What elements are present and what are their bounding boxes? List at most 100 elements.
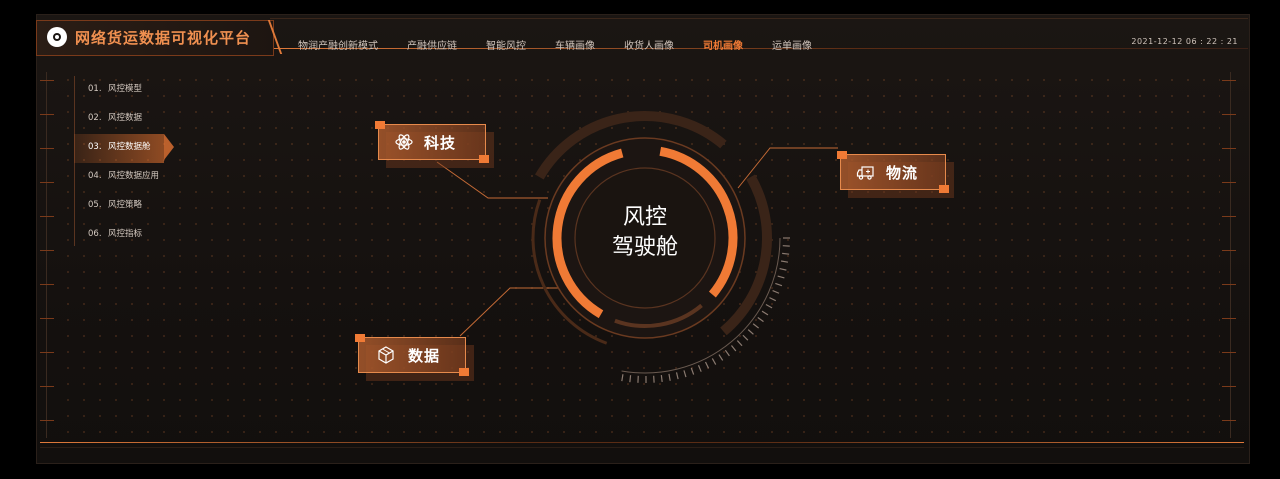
sidebar-item-label: 风控数据舱 bbox=[108, 142, 151, 152]
sidebar-item-risk-indicators[interactable]: 06. 风控指标 bbox=[74, 221, 170, 250]
scale-tick bbox=[772, 290, 780, 294]
sidebar-item-number: 03. bbox=[88, 142, 102, 152]
sidebar-item-risk-data-application[interactable]: 04. 风控数据应用 bbox=[74, 163, 170, 192]
frame-tick bbox=[1222, 216, 1236, 217]
scale-tick bbox=[690, 367, 695, 375]
card-body bbox=[358, 337, 466, 373]
inner-ring bbox=[574, 167, 716, 309]
frame-tick bbox=[40, 420, 54, 421]
app-title: 网络货运数据可视化平台 bbox=[75, 29, 252, 47]
card-corner bbox=[459, 368, 469, 376]
card-corner bbox=[375, 121, 385, 129]
connector-data bbox=[459, 287, 560, 337]
frame-tick bbox=[40, 216, 54, 217]
connector-logistics bbox=[737, 147, 838, 189]
scale-tick bbox=[668, 373, 671, 381]
scale-tick bbox=[711, 358, 717, 365]
nav-item-waybill-profile[interactable]: 运单画像 bbox=[772, 41, 812, 52]
nav-item-innovation[interactable]: 物润产融创新模式 bbox=[298, 41, 378, 52]
outer-ring-arc bbox=[720, 174, 772, 336]
scale-arc bbox=[621, 237, 781, 374]
sidebar-item-number: 02. bbox=[88, 113, 102, 123]
sidebar-item-risk-model[interactable]: 01.风控模型 bbox=[74, 76, 170, 105]
card-corner bbox=[939, 185, 949, 193]
frame-tick bbox=[1222, 182, 1236, 183]
scale-tick bbox=[779, 267, 787, 271]
scale-tick bbox=[675, 372, 679, 380]
scale-tick bbox=[629, 375, 632, 383]
scale-tick bbox=[775, 282, 783, 287]
dim-arc bbox=[614, 303, 703, 328]
frame-tick bbox=[40, 80, 54, 81]
right-frame-rail bbox=[1226, 72, 1231, 438]
cube-icon bbox=[378, 346, 394, 364]
card-corner bbox=[479, 155, 489, 163]
sidebar-item-number: 04. bbox=[88, 171, 102, 181]
scale-tick bbox=[697, 364, 702, 372]
scale-tick bbox=[761, 310, 769, 316]
card-corner bbox=[355, 334, 365, 342]
ring-arcs bbox=[531, 111, 790, 384]
sidebar-item-label: 风控数据应用 bbox=[108, 171, 160, 181]
nav-item-supply-chain[interactable]: 产融供应链 bbox=[407, 41, 457, 52]
scale-tick bbox=[704, 361, 710, 369]
frame-tick bbox=[1222, 114, 1236, 115]
logo-icon bbox=[47, 27, 67, 47]
left-frame-rail bbox=[46, 72, 51, 438]
sidebar-item-number: 05. bbox=[88, 200, 102, 210]
frame-tick bbox=[1222, 386, 1236, 387]
bottom-frame-line-secondary bbox=[40, 447, 1244, 448]
sidebar-item-label: 风控数据 bbox=[108, 113, 143, 123]
frame-tick bbox=[40, 318, 54, 319]
sidebar-item-label: 风控模型 bbox=[108, 84, 143, 94]
scale-tick bbox=[757, 317, 764, 323]
nav-item-vehicle-profile[interactable]: 车辆画像 bbox=[555, 41, 595, 52]
card-corner bbox=[837, 151, 847, 159]
scale-tick bbox=[621, 374, 624, 382]
cockpit-title-line1: 风控 bbox=[622, 205, 667, 230]
scale-tick bbox=[718, 354, 724, 361]
sidebar-item-risk-data-cockpit[interactable]: 03. 风控数据舱 bbox=[74, 134, 174, 163]
scale-tick bbox=[777, 275, 785, 279]
card-logistics[interactable]: 物流 bbox=[837, 151, 954, 198]
frame-tick bbox=[40, 284, 54, 285]
scale-tick bbox=[731, 345, 737, 352]
frame-tick bbox=[1222, 80, 1236, 81]
frame-tick bbox=[1222, 420, 1236, 421]
scale-tick bbox=[742, 334, 749, 341]
frame-tick bbox=[40, 250, 54, 251]
scale-tick bbox=[780, 260, 789, 263]
frame-tick bbox=[1222, 352, 1236, 353]
card-data[interactable]: 数据 bbox=[355, 334, 474, 381]
scale-tick bbox=[683, 370, 687, 378]
atom-icon bbox=[395, 134, 413, 150]
outer-thin-arc bbox=[531, 199, 608, 345]
header-top-divider bbox=[270, 18, 1248, 19]
cockpit-title-line2: 驾驶舱 bbox=[611, 235, 678, 260]
main-orange-arc bbox=[552, 148, 624, 319]
nav-item-driver-profile[interactable]: 司机画像 bbox=[703, 41, 743, 52]
scale-tick bbox=[747, 329, 754, 335]
frame-tick bbox=[40, 386, 54, 387]
logo-block: 网络货运数据可视化平台 bbox=[36, 20, 274, 56]
frame-tick bbox=[40, 114, 54, 115]
card-tech-label: 科技 bbox=[424, 134, 457, 152]
bottom-frame-line bbox=[40, 442, 1244, 443]
card-data-label: 数据 bbox=[408, 347, 441, 365]
sidebar-item-label: 风控策略 bbox=[108, 200, 143, 210]
sidebar-item-number: 06. bbox=[88, 229, 102, 239]
nav-item-receiver-profile[interactable]: 收货人画像 bbox=[624, 41, 674, 52]
cockpit-center-title: 风控 驾驶舱 bbox=[575, 203, 715, 263]
card-tech[interactable]: 科技 bbox=[375, 121, 494, 168]
header-divider bbox=[270, 48, 1248, 49]
clock-readout: 2021-12-12 06 : 22 : 21 bbox=[1131, 37, 1238, 46]
frame-tick bbox=[40, 352, 54, 353]
scale-tick bbox=[724, 349, 730, 357]
sidebar-item-risk-data[interactable]: 02. 风控数据 bbox=[74, 105, 170, 134]
nav-item-risk-control[interactable]: 智能风控 bbox=[486, 41, 526, 52]
sidebar-item-risk-strategy[interactable]: 05. 风控策略 bbox=[74, 192, 170, 221]
frame-tick bbox=[1222, 148, 1236, 149]
sidebar-item-label: 风控指标 bbox=[108, 229, 143, 239]
